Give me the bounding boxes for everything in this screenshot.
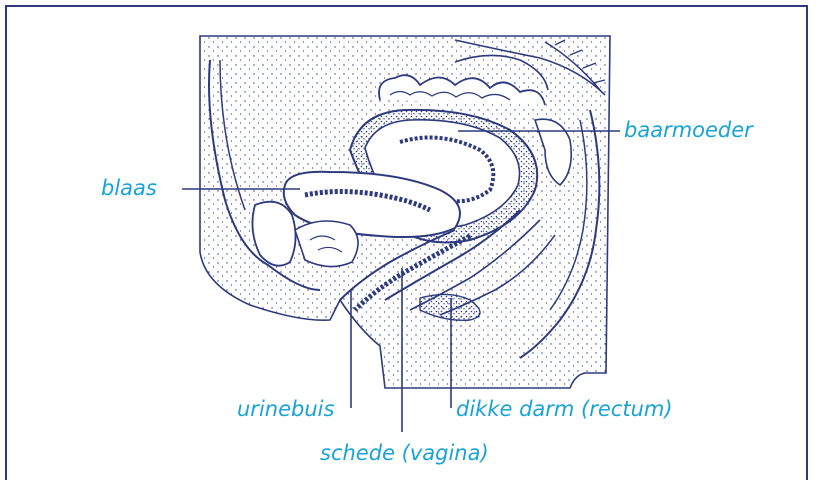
label-baarmoeder: baarmoeder (624, 120, 753, 141)
label-schede: schede (vagina) (320, 443, 489, 464)
label-urinebuis: urinebuis (237, 399, 334, 420)
label-dikke-darm: dikke darm (rectum) (456, 399, 673, 420)
label-blaas: blaas (101, 178, 157, 199)
